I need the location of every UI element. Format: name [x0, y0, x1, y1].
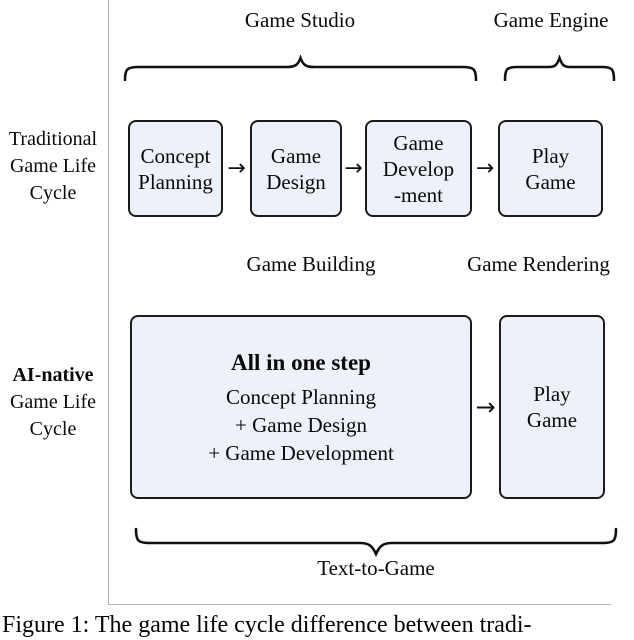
box-text-line: Game	[270, 143, 322, 168]
label-game-building: Game Building	[246, 252, 376, 276]
label-traditional-cycle: Traditional Game Life Cycle	[0, 126, 106, 207]
box-text-line: Develop	[382, 156, 455, 181]
side-label-line: Cycle	[29, 418, 77, 440]
brace-text-to-game-icon	[134, 527, 618, 557]
all-in-one-step-title: All in one step	[231, 349, 371, 375]
box-play-game-ai: Play Game	[499, 315, 605, 499]
brace-game-studio-icon	[123, 55, 478, 81]
big-box-line: Concept Planning	[226, 384, 376, 409]
side-label-line: AI-native	[12, 364, 94, 386]
box-text-line: Game	[526, 408, 578, 432]
box-all-in-one-step: All in one step Concept Planning + Game …	[130, 315, 472, 499]
side-label-line: Traditional	[8, 128, 98, 150]
arrow-right-icon: →	[227, 156, 246, 181]
side-label-line: Game Life	[9, 391, 97, 413]
box-game-design: Game Design	[250, 120, 342, 217]
arrow-right-icon: →	[344, 156, 363, 181]
box-text-line: Design	[266, 169, 326, 194]
label-text-to-game: Text-to-Game	[317, 556, 435, 580]
label-game-rendering: Game Rendering	[467, 252, 610, 276]
label-game-studio: Game Studio	[244, 8, 356, 32]
box-concept-planning: Concept Planning	[128, 120, 223, 217]
big-box-line: + Game Design	[235, 412, 367, 437]
box-text-line: -ment	[394, 182, 443, 207]
label-game-engine: Game Engine	[493, 8, 609, 32]
arrow-right-icon: →	[475, 393, 496, 421]
box-text-line: Play	[533, 382, 571, 406]
figure-frame	[108, 0, 611, 605]
big-box-line: + Game Development	[208, 440, 394, 465]
box-text-line: Concept	[140, 143, 211, 168]
side-label-line: Cycle	[29, 182, 77, 204]
box-text-line: Planning	[138, 169, 213, 194]
box-text-line: Play	[531, 143, 570, 168]
box-game-development: Game Develop -ment	[365, 120, 472, 217]
label-ai-native-cycle: AI-native Game Life Cycle	[0, 362, 106, 443]
box-play-game-traditional: Play Game	[498, 120, 603, 217]
box-text-line: Game	[393, 130, 444, 155]
box-text-line: Game	[525, 169, 576, 194]
arrow-right-icon: →	[475, 156, 495, 181]
side-label-line: Game Life	[9, 155, 97, 177]
figure-caption: Figure 1: The game life cycle difference…	[2, 612, 532, 638]
brace-game-engine-icon	[503, 55, 616, 81]
